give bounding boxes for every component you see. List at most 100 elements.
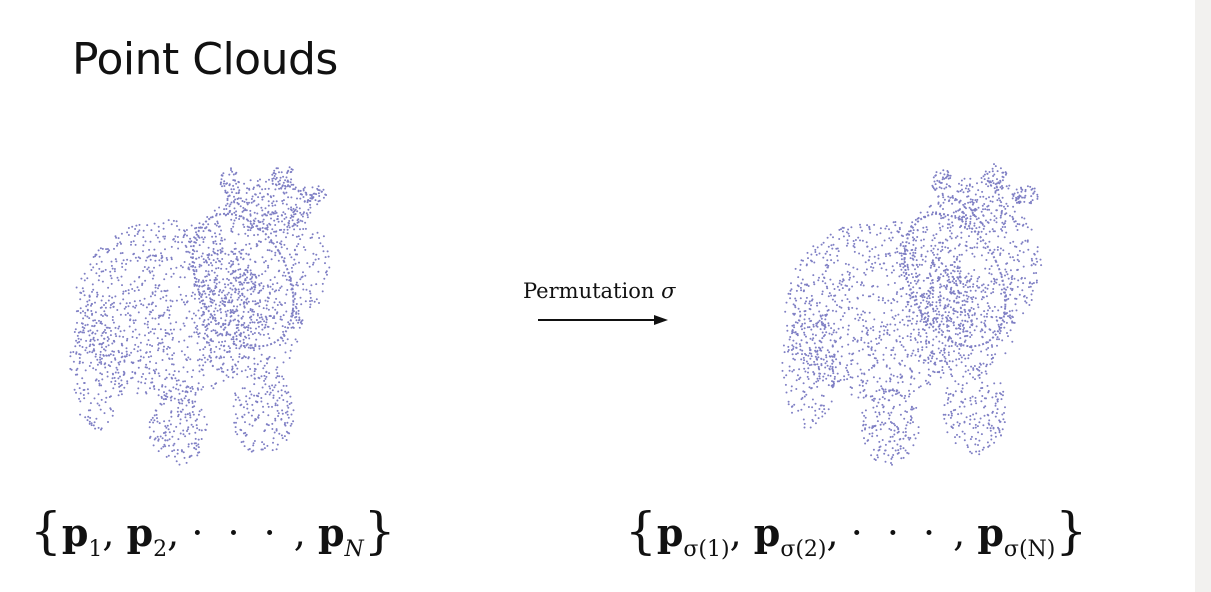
- point: [247, 300, 250, 303]
- point: [176, 236, 179, 238]
- cow-point-cloud-right: [781, 163, 1043, 466]
- point: [943, 177, 946, 180]
- point: [196, 342, 199, 345]
- point: [228, 321, 231, 324]
- point: [278, 289, 280, 292]
- point: [268, 241, 271, 244]
- point: [234, 172, 237, 175]
- point: [878, 334, 881, 337]
- point: [952, 255, 955, 258]
- point: [206, 335, 209, 338]
- point: [1001, 226, 1004, 228]
- point: [181, 266, 184, 269]
- point: [992, 288, 995, 290]
- point: [198, 236, 201, 239]
- point: [965, 291, 968, 294]
- point: [833, 288, 836, 290]
- point: [119, 375, 121, 378]
- point: [115, 236, 118, 239]
- point: [987, 177, 990, 180]
- point: [993, 230, 996, 233]
- point: [262, 195, 265, 198]
- point-pN-subscript: N: [345, 537, 364, 562]
- point: [81, 377, 84, 380]
- point: [964, 365, 967, 367]
- point: [831, 362, 834, 365]
- point: [825, 377, 828, 380]
- point: [939, 295, 942, 298]
- point: [807, 257, 809, 260]
- point: [97, 249, 100, 252]
- point: [992, 251, 995, 254]
- point: [302, 196, 305, 198]
- point: [177, 241, 180, 244]
- point: [95, 272, 98, 275]
- point: [1003, 205, 1005, 208]
- point: [978, 453, 981, 456]
- point: [252, 186, 255, 189]
- point: [194, 442, 197, 445]
- point: [200, 388, 203, 391]
- point: [274, 417, 277, 420]
- point: [892, 454, 895, 456]
- point: [797, 285, 800, 288]
- point: [274, 210, 277, 213]
- permutation-label: Permutation σ: [523, 279, 675, 303]
- point: [941, 178, 944, 181]
- point: [162, 227, 165, 230]
- set-ellipsis: · · ·: [191, 511, 282, 555]
- point: [791, 411, 793, 414]
- point: [931, 251, 934, 254]
- point: [860, 339, 863, 341]
- point: [163, 311, 166, 314]
- point: [941, 245, 944, 248]
- point: [142, 236, 145, 239]
- point: [274, 384, 277, 387]
- point: [135, 304, 138, 307]
- point: [248, 242, 251, 245]
- point: [169, 299, 172, 302]
- point: [280, 187, 283, 190]
- point: [970, 278, 973, 280]
- point: [181, 408, 184, 411]
- point: [909, 252, 912, 255]
- point: [946, 431, 949, 434]
- point: [177, 406, 180, 409]
- point: [205, 279, 208, 282]
- point: [107, 286, 110, 289]
- point: [251, 276, 254, 278]
- point: [255, 327, 257, 330]
- point: [937, 347, 940, 350]
- point: [842, 326, 844, 329]
- point: [255, 204, 258, 207]
- point: [788, 369, 791, 372]
- point: [225, 182, 228, 185]
- point: [104, 306, 107, 309]
- point: [236, 198, 239, 200]
- point: [970, 365, 973, 368]
- point: [160, 254, 163, 257]
- point: [92, 336, 95, 339]
- point: [842, 315, 844, 318]
- point: [949, 249, 952, 252]
- point: [206, 254, 209, 256]
- point: [83, 397, 86, 400]
- point: [816, 385, 819, 388]
- point: [92, 266, 95, 269]
- point: [245, 400, 248, 403]
- point: [968, 316, 971, 319]
- point: [308, 290, 311, 293]
- point: [302, 212, 305, 215]
- point: [131, 336, 134, 338]
- point: [970, 306, 973, 309]
- point: [1001, 221, 1004, 224]
- point: [996, 186, 998, 189]
- point: [955, 327, 957, 330]
- point: [1002, 223, 1005, 226]
- point: [94, 311, 97, 314]
- point: [949, 196, 952, 199]
- point: [963, 405, 966, 408]
- point: [1007, 277, 1010, 280]
- point: [257, 376, 260, 379]
- point: [940, 187, 943, 190]
